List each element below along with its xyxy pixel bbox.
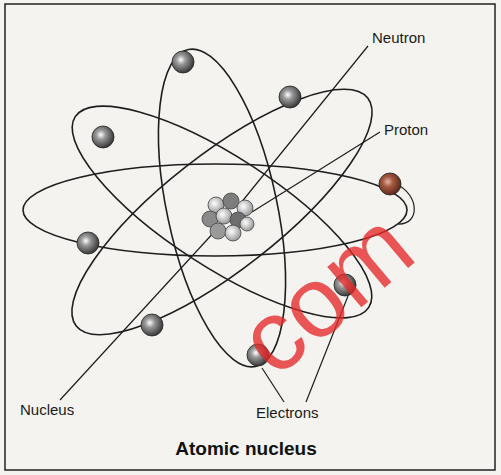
nucleus-cluster: [202, 193, 254, 241]
electron: [92, 126, 114, 148]
electron: [172, 51, 194, 73]
nucleon: [210, 223, 226, 239]
electron: [379, 173, 401, 195]
nucleon: [240, 217, 254, 231]
frame: [5, 4, 495, 470]
part-label: Electrons: [256, 405, 319, 422]
nucleon: [223, 193, 239, 209]
electron: [77, 232, 99, 254]
caption: Atomic nucleus: [175, 438, 316, 460]
electron: [141, 314, 163, 336]
part-label: Neutron: [372, 30, 425, 47]
leader-line: [240, 46, 368, 204]
part-label: Nucleus: [20, 402, 74, 419]
nucleon: [216, 208, 232, 224]
part-label: Proton: [384, 122, 428, 139]
electron: [279, 86, 301, 108]
leader-line: [60, 230, 216, 400]
nucleon: [225, 225, 241, 241]
